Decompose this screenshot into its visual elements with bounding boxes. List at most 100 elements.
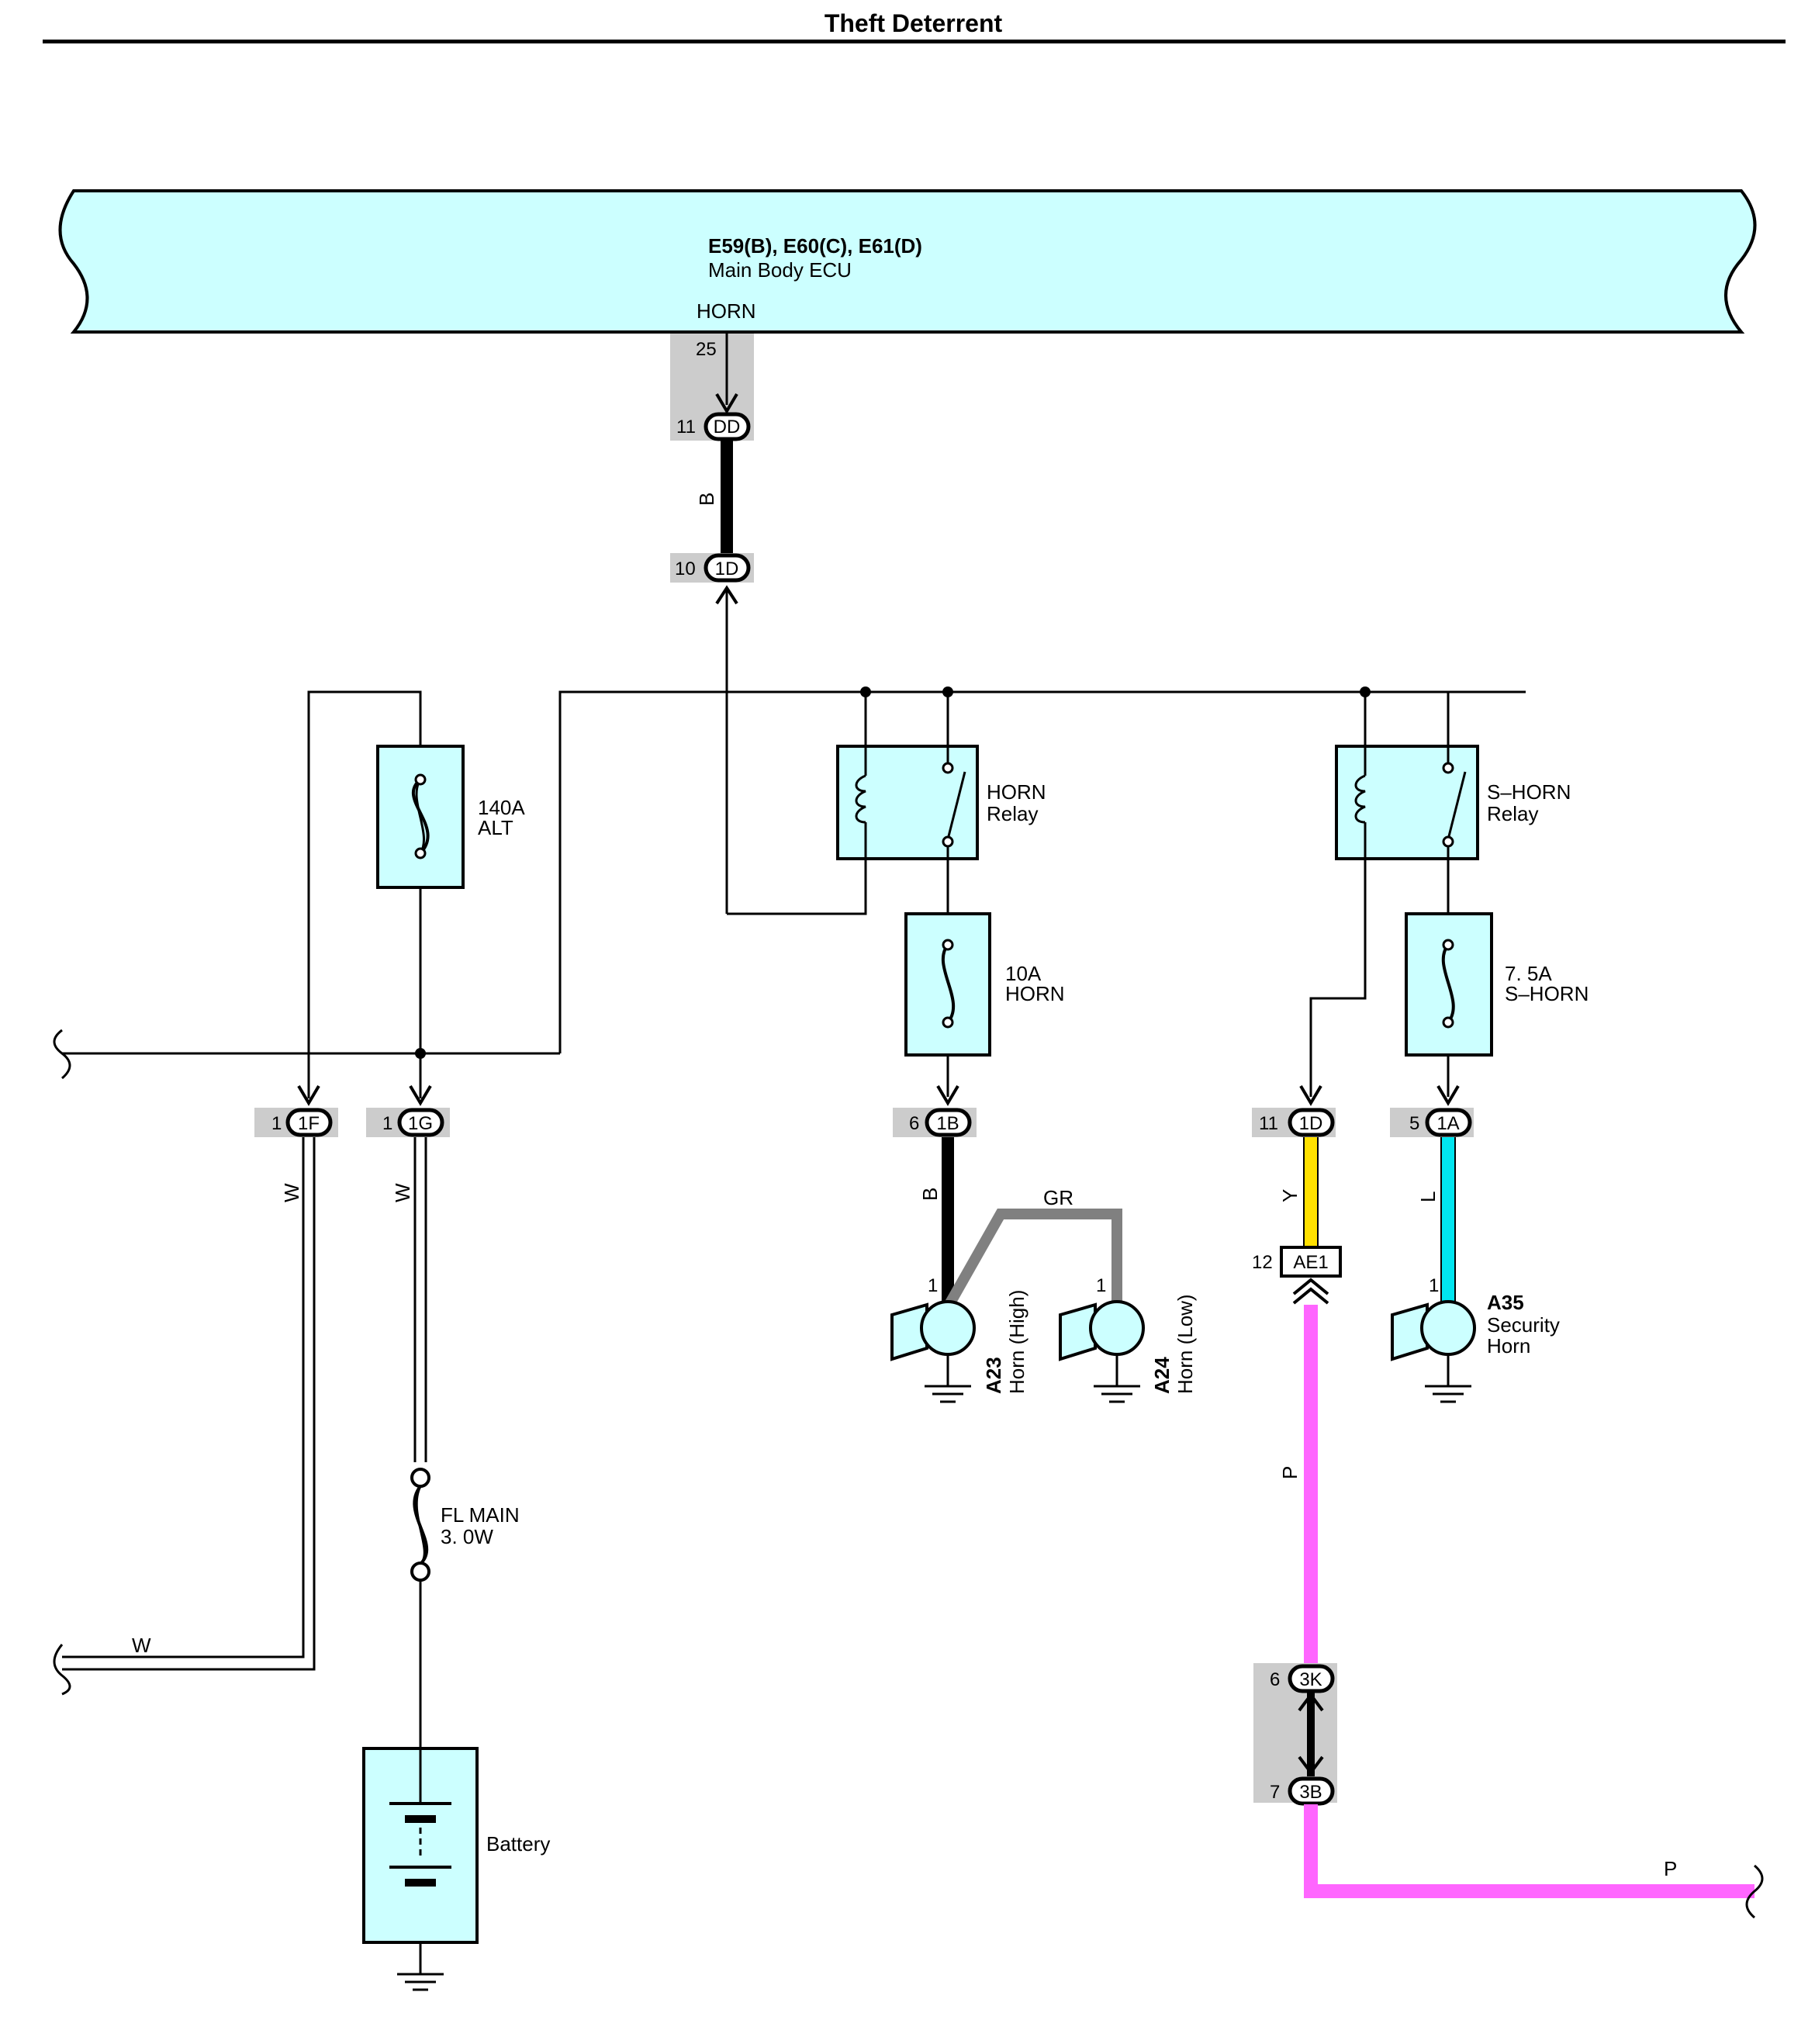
flmain-t2 [410, 1562, 430, 1582]
wire-p-bottom [1304, 1804, 1754, 1898]
d1-top-pin: 10 [675, 559, 696, 579]
wire-label-p: P [1278, 1466, 1302, 1479]
arrow-up-3k [1298, 1692, 1324, 1712]
b1-code: 1B [936, 1113, 959, 1134]
ecu-connectors: E59(B), E60(C), E61(D) [708, 234, 922, 258]
fuse-alt-term1 [414, 773, 427, 786]
b3-pin: 7 [1270, 1782, 1280, 1803]
shorn-relay-sw-t1 [1442, 762, 1454, 774]
fuse-alt-link [411, 778, 430, 855]
d1-right-code: 1D [1299, 1113, 1323, 1134]
arrow-down-3b [1298, 1755, 1324, 1776]
fuse-shorn-link [1441, 943, 1455, 1024]
arrow-shorn [1436, 1084, 1460, 1106]
horn-a24-bell [1059, 1302, 1097, 1361]
wire-w-1g [413, 1137, 427, 1462]
wire-label-w2: W [391, 1183, 414, 1202]
fuse-alt-link-2 [415, 779, 425, 854]
g1-pin: 1 [382, 1113, 392, 1134]
b3-code: 3B [1299, 1782, 1322, 1803]
wire-label-w-bottom: W [132, 1634, 151, 1657]
wire-140a-loop [307, 690, 422, 1098]
horn-a23-bell [890, 1302, 928, 1361]
arrow-1f [297, 1084, 320, 1106]
fuse-shorn-rating: 7. 5A [1505, 962, 1552, 985]
a35-code: A35 [1487, 1291, 1524, 1314]
fuse-alt-rating: 140A [478, 796, 525, 819]
wire-label-l: L [1416, 1191, 1440, 1202]
a1-code: 1A [1436, 1113, 1459, 1134]
horn-relay-line2: Relay [987, 802, 1038, 825]
horn-a35-bell [1391, 1302, 1429, 1361]
a23-name: Horn (High) [1005, 1290, 1028, 1394]
page-title: Theft Deterrent [824, 9, 1003, 37]
horn-relay-sw-blade [946, 771, 966, 840]
fuse-shorn-name: S–HORN [1505, 982, 1589, 1005]
connector-3b [1288, 1776, 1335, 1806]
a35-name1: Security [1487, 1313, 1560, 1337]
horn-relay-coil [855, 774, 866, 824]
connector-1a [1425, 1108, 1472, 1137]
horn-relay-sw-t2 [942, 835, 954, 848]
horn-relay-line1: HORN [987, 780, 1046, 804]
a23-code: A23 [982, 1357, 1005, 1394]
bus-top [558, 690, 1526, 1053]
fuse-horn-t1 [942, 939, 954, 951]
ecu-name: Main Body ECU [708, 258, 852, 282]
arrow-ae1 [1292, 1278, 1329, 1305]
horn-a23-body [920, 1300, 976, 1356]
dd-code: DD [714, 417, 741, 438]
ecu-pin: 25 [696, 339, 717, 360]
a1-pin: 5 [1409, 1113, 1419, 1134]
wire-label-w1: W [280, 1183, 303, 1202]
flmain-link-2 [415, 1485, 426, 1565]
horn-a24-body [1089, 1300, 1145, 1356]
wire-label-b-horn: B [918, 1188, 942, 1201]
ground-icon [397, 1973, 444, 1991]
ae1-code: AE1 [1293, 1252, 1328, 1273]
flmain-name: 3. 0W [441, 1525, 493, 1548]
arrow-1g [409, 1084, 432, 1106]
arrow-shorn-coil [1299, 1084, 1322, 1106]
ground-icon [1094, 1385, 1140, 1403]
horn-a35-body [1420, 1300, 1476, 1356]
arrow-down [715, 393, 738, 414]
ground-icon [1425, 1385, 1471, 1403]
a23-pin: 1 [928, 1275, 938, 1296]
shorn-relay-coil-out [1309, 822, 1367, 1097]
dd-pin: 11 [676, 417, 696, 438]
ecu-body [58, 189, 1757, 334]
wire-w-1f [62, 1137, 316, 1671]
a35-pin: 1 [1429, 1275, 1439, 1296]
flmain-rating: FL MAIN [441, 1503, 520, 1527]
break-left-bottom [53, 1644, 71, 1696]
horn-relay-sw-t1 [942, 762, 954, 774]
connector-1g [397, 1108, 444, 1137]
k3-pin: 6 [1270, 1669, 1280, 1690]
arrow-horn [936, 1084, 959, 1106]
fuse-horn-name: HORN [1005, 982, 1065, 1005]
a24-name: Horn (Low) [1174, 1294, 1197, 1394]
wire-gr [942, 1209, 1122, 1310]
fuse-horn-t2 [942, 1016, 954, 1029]
fuse-horn-link [942, 943, 956, 1024]
shorn-relay-coil [1354, 774, 1366, 824]
connector-ae1 [1280, 1246, 1342, 1278]
b1-pin: 6 [909, 1113, 919, 1134]
a35-name2: Horn [1487, 1334, 1530, 1357]
wire-label-y: Y [1278, 1189, 1302, 1202]
fuse-alt-term2 [414, 847, 427, 859]
shorn-relay-line2: Relay [1487, 802, 1538, 825]
connector-1d-top [704, 553, 751, 583]
ground-icon [925, 1385, 971, 1403]
g1-code: 1G [408, 1113, 433, 1134]
wire-label-b-top: B [695, 493, 718, 506]
shorn-relay-box [1335, 745, 1479, 860]
ecu-terminal: HORN [697, 299, 756, 323]
d1-top-code: 1D [715, 559, 739, 579]
fuse-horn-rating: 10A [1005, 962, 1042, 985]
connector-1f [285, 1108, 333, 1137]
a24-code: A24 [1150, 1357, 1174, 1394]
a24-pin: 1 [1096, 1275, 1106, 1296]
wire-label-p-bottom: P [1664, 1857, 1677, 1880]
